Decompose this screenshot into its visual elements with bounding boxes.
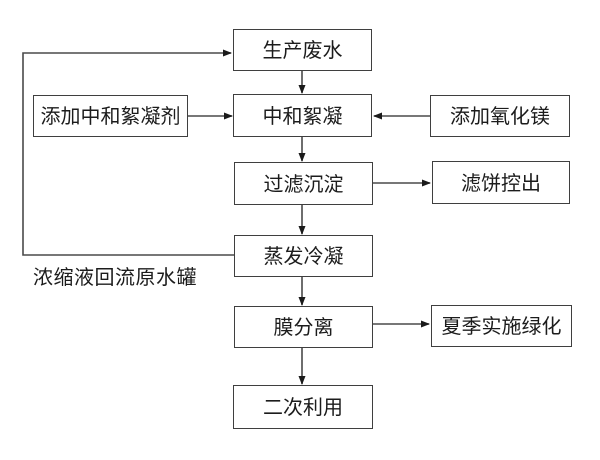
node-summer-greening: 夏季实施绿化 — [431, 305, 572, 347]
node-neutralize-flocculate: 中和絮凝 — [233, 94, 372, 137]
node-secondary-use: 二次利用 — [233, 385, 373, 429]
connector-recycle-loop — [22, 49, 234, 256]
node-production-wastewater: 生产废水 — [233, 29, 372, 71]
node-filter-sediment: 过滤沉淀 — [234, 162, 373, 205]
node-membrane-separation: 膜分离 — [234, 306, 373, 348]
node-filter-cake-out: 滤饼控出 — [432, 161, 570, 204]
recycle-loop-label: 浓缩液回流原水罐 — [33, 265, 197, 289]
node-add-neutralizing-flocculant: 添加中和絮凝剂 — [33, 95, 188, 137]
node-add-magnesium-oxide: 添加氧化镁 — [430, 95, 570, 137]
node-evaporate-condense: 蒸发冷凝 — [234, 235, 373, 277]
